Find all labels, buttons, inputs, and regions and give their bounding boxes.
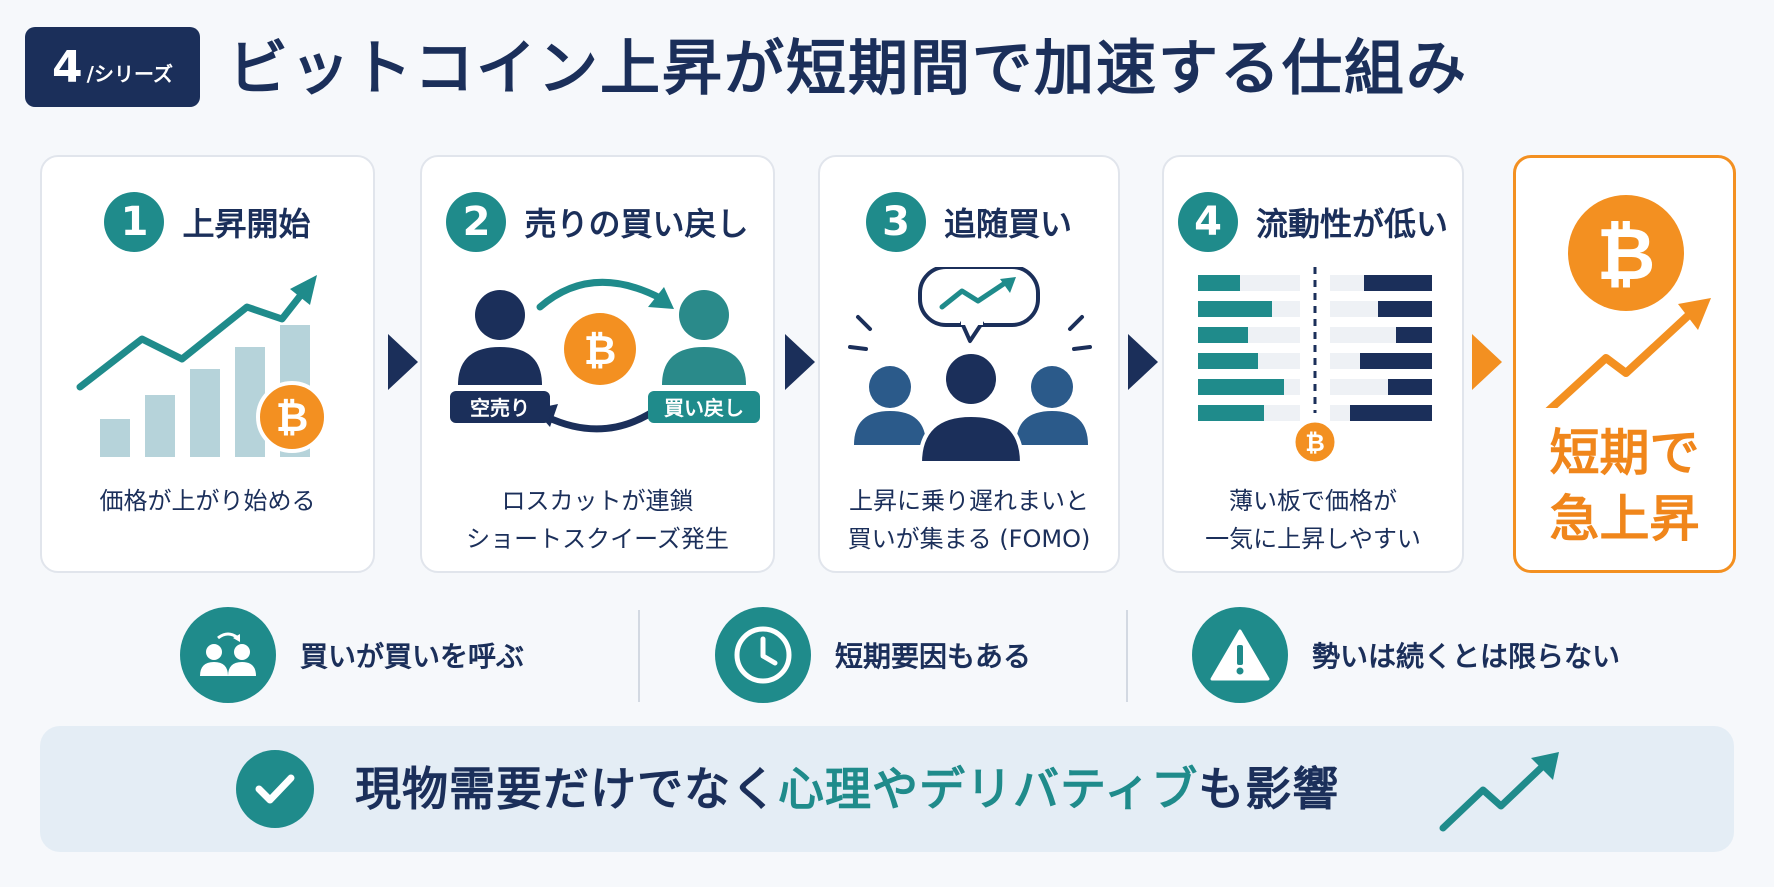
order-book-illustration: ₿ [1164,267,1462,467]
conclusion-text: 現物需要だけでなく心理やデリバティブも影響 [355,756,1339,822]
bitcoin-icon: ₿ [1568,195,1684,311]
series-label: /シリーズ [86,61,173,86]
step-number-4: 4 [1177,192,1238,252]
step-card-1: 1 上昇開始 ₿ 価格が上がり始める [40,155,375,573]
trend-up-arrow-icon [1435,750,1565,836]
divider [1126,610,1128,702]
svg-text:₿: ₿ [1597,212,1656,296]
feature-buying-begets-buying: 買いが買いを呼ぶ [180,605,524,705]
conclusion-text-after: も影響 [1198,762,1340,816]
step-title-2: 売りの買い戻し [524,205,749,243]
feature-momentum-warning: 勢いは続くとは限らない [1192,605,1620,705]
step-description-3: 上昇に乗り遅れまいと 買いが集まる (FOMO) [847,487,1091,553]
svg-text:₿: ₿ [276,395,309,441]
clock-icon [715,607,811,703]
warning-icon [1192,607,1288,703]
bitcoin-icon: ₿ [256,381,328,453]
series-badge: 4 /シリーズ [25,27,200,107]
result-illustration: ₿ [1545,195,1711,408]
step-card-3: 3 追随買い 上昇に乗り遅れまいと 買い [818,155,1120,573]
fomo-crowd-illustration [820,267,1118,467]
divider [638,610,640,702]
conclusion-text-before: 現物需要だけでなく [355,762,778,816]
step-number-3: 3 [865,192,926,252]
bitcoin-icon: ₿ [1292,419,1338,465]
conclusion-text-highlight: 心理やデリバティブ [778,762,1199,816]
result-label: 短期で 急上昇 [1549,424,1700,548]
series-number: 4 [52,41,83,93]
flow-arrow-2 [785,334,815,390]
surge-arrow-icon [1545,298,1711,408]
step-card-4: 4 流動性が低い ₿ 薄い板で価格が 一気に上 [1162,155,1464,573]
step-description-2: ロスカットが連鎖 ショートスクイーズ発生 [466,487,729,553]
result-card: ₿ 短期で 急上昇 [1513,155,1736,573]
crowd-people-icon [854,350,1088,465]
flow-arrow-1 [388,334,418,390]
check-icon [236,750,314,828]
feature-label-3: 勢いは続くとは限らない [1312,640,1621,673]
feature-short-term-factors: 短期要因もある [715,605,1031,705]
step-title-4: 流動性が低い [1255,205,1448,243]
svg-text:₿: ₿ [1305,429,1325,457]
svg-text:₿: ₿ [584,328,617,374]
step-title-1: 上昇開始 [182,205,311,243]
speech-bubble-icon [918,267,1040,343]
buyback-trader-icon [662,290,746,385]
bitcoin-icon: ₿ [564,313,636,385]
step-title-3: 追随買い [943,205,1072,243]
feature-label-2: 短期要因もある [835,640,1032,673]
rising-chart-illustration: ₿ [42,267,373,467]
conclusion-banner: 現物需要だけでなく心理やデリバティブも影響 [40,726,1734,852]
step-description-4: 薄い板で価格が 一気に上昇しやすい [1205,487,1421,553]
page-title: ビットコイン上昇が短期間で加速する仕組み [228,34,1468,104]
step-card-2: 2 売りの買い戻し 空売り 買い戻し ₿ ロスカット [420,155,775,573]
feature-label-1: 買いが買いを呼ぶ [300,640,525,673]
short-seller-icon [458,290,542,385]
people-exchange-icon [180,607,276,703]
step-number-1: 1 [104,192,165,252]
right-person-label: 買い戻し [664,396,744,420]
flow-arrow-3 [1128,334,1158,390]
step-number-2: 2 [446,192,507,252]
left-person-label: 空売り [470,396,530,420]
short-squeeze-illustration: 空売り 買い戻し ₿ [422,267,773,467]
flow-arrow-4 [1472,334,1502,390]
step-description-1: 価格が上がり始める [99,487,316,515]
